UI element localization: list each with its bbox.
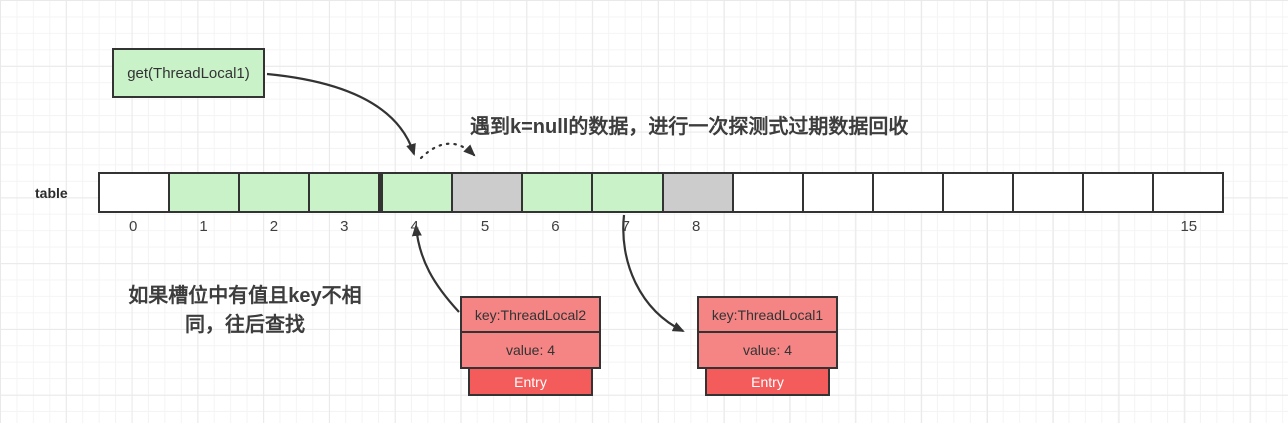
table-slot-8 bbox=[661, 172, 734, 213]
slot-index-label-12 bbox=[943, 218, 1013, 238]
entry1-value-label: value: 4 bbox=[742, 342, 793, 358]
slot-index-labels: 0 1 2 3 4 5 6 7 8 15 bbox=[98, 218, 1224, 238]
entry1-value-cell: value: 4 bbox=[697, 331, 838, 369]
slot-index-label-8: 8 bbox=[692, 218, 701, 235]
table-slot-9 bbox=[731, 172, 804, 213]
table-slot-10 bbox=[801, 172, 874, 213]
table-slot-14 bbox=[1081, 172, 1154, 213]
slot-index-label-10 bbox=[802, 218, 872, 238]
table-slot-15 bbox=[1151, 172, 1224, 213]
entry-box-threadlocal1: key:ThreadLocal1 value: 4 Entry bbox=[697, 296, 838, 396]
entry1-tag: Entry bbox=[705, 367, 830, 396]
get-call-box: get(ThreadLocal1) bbox=[112, 48, 265, 98]
slot-index-label-11 bbox=[872, 218, 942, 238]
entry1-key-label: key:ThreadLocal1 bbox=[711, 306, 824, 323]
entry2-to-slot4-arrow bbox=[411, 224, 460, 313]
slot-index-label-1: 1 bbox=[199, 218, 208, 235]
table-slot-0 bbox=[98, 172, 171, 213]
table-slot-13 bbox=[1011, 172, 1084, 213]
slot-index-label-3: 3 bbox=[340, 218, 349, 235]
slot-index-label-15: 15 bbox=[1180, 218, 1198, 235]
entry2-key-cell: key:ThreadLocal2 bbox=[460, 296, 601, 333]
slot-index-label-14 bbox=[1083, 218, 1153, 238]
table-slot-11 bbox=[871, 172, 944, 213]
slot-index-label-5: 5 bbox=[480, 218, 490, 235]
hash-table-slots bbox=[98, 172, 1224, 213]
linear-probe-note: 如果槽位中有值且key不相 同，往后查找 bbox=[106, 282, 384, 340]
entry1-key-cell: key:ThreadLocal1 bbox=[697, 296, 838, 333]
entry2-value-cell: value: 4 bbox=[460, 331, 601, 369]
entry1-tag-label: Entry bbox=[751, 373, 784, 390]
table-label: table bbox=[35, 185, 68, 201]
table-slot-4 bbox=[378, 172, 454, 213]
slot-index-label-9 bbox=[731, 218, 801, 238]
table-slot-5 bbox=[451, 172, 524, 213]
entry2-value-label: value: 4 bbox=[505, 342, 556, 358]
slot-index-label-13 bbox=[1013, 218, 1083, 238]
slot-index-label-0: 0 bbox=[129, 218, 138, 235]
entry2-key-label: key:ThreadLocal2 bbox=[474, 306, 587, 323]
slot-index-label-6: 6 bbox=[551, 218, 560, 235]
get-to-slot4-arrow bbox=[266, 72, 416, 156]
linear-probe-note-line2: 同，往后查找 bbox=[185, 314, 305, 336]
table-slot-7 bbox=[591, 172, 664, 213]
slot-index-label-4: 4 bbox=[410, 218, 419, 235]
get-call-label: get(ThreadLocal1) bbox=[127, 64, 250, 82]
entry2-tag-label: Entry bbox=[514, 373, 547, 390]
slot-index-label-2: 2 bbox=[269, 218, 279, 235]
entry-box-threadlocal2: key:ThreadLocal2 value: 4 Entry bbox=[460, 296, 601, 396]
entry2-tag: Entry bbox=[468, 367, 593, 396]
table-slot-3 bbox=[308, 172, 381, 213]
table-slot-12 bbox=[941, 172, 1014, 213]
table-slot-1 bbox=[168, 172, 241, 213]
probe-arc-slot4-to-slot5-arrow bbox=[419, 142, 476, 160]
slot-index-label-7: 7 bbox=[621, 218, 630, 235]
table-slot-6 bbox=[521, 172, 594, 213]
linear-probe-note-line1: 如果槽位中有值且key不相 bbox=[128, 285, 362, 307]
probe-cleanup-note: 遇到k=null的数据，进行一次探测式过期数据回收 bbox=[470, 116, 909, 138]
table-slot-2 bbox=[238, 172, 311, 213]
